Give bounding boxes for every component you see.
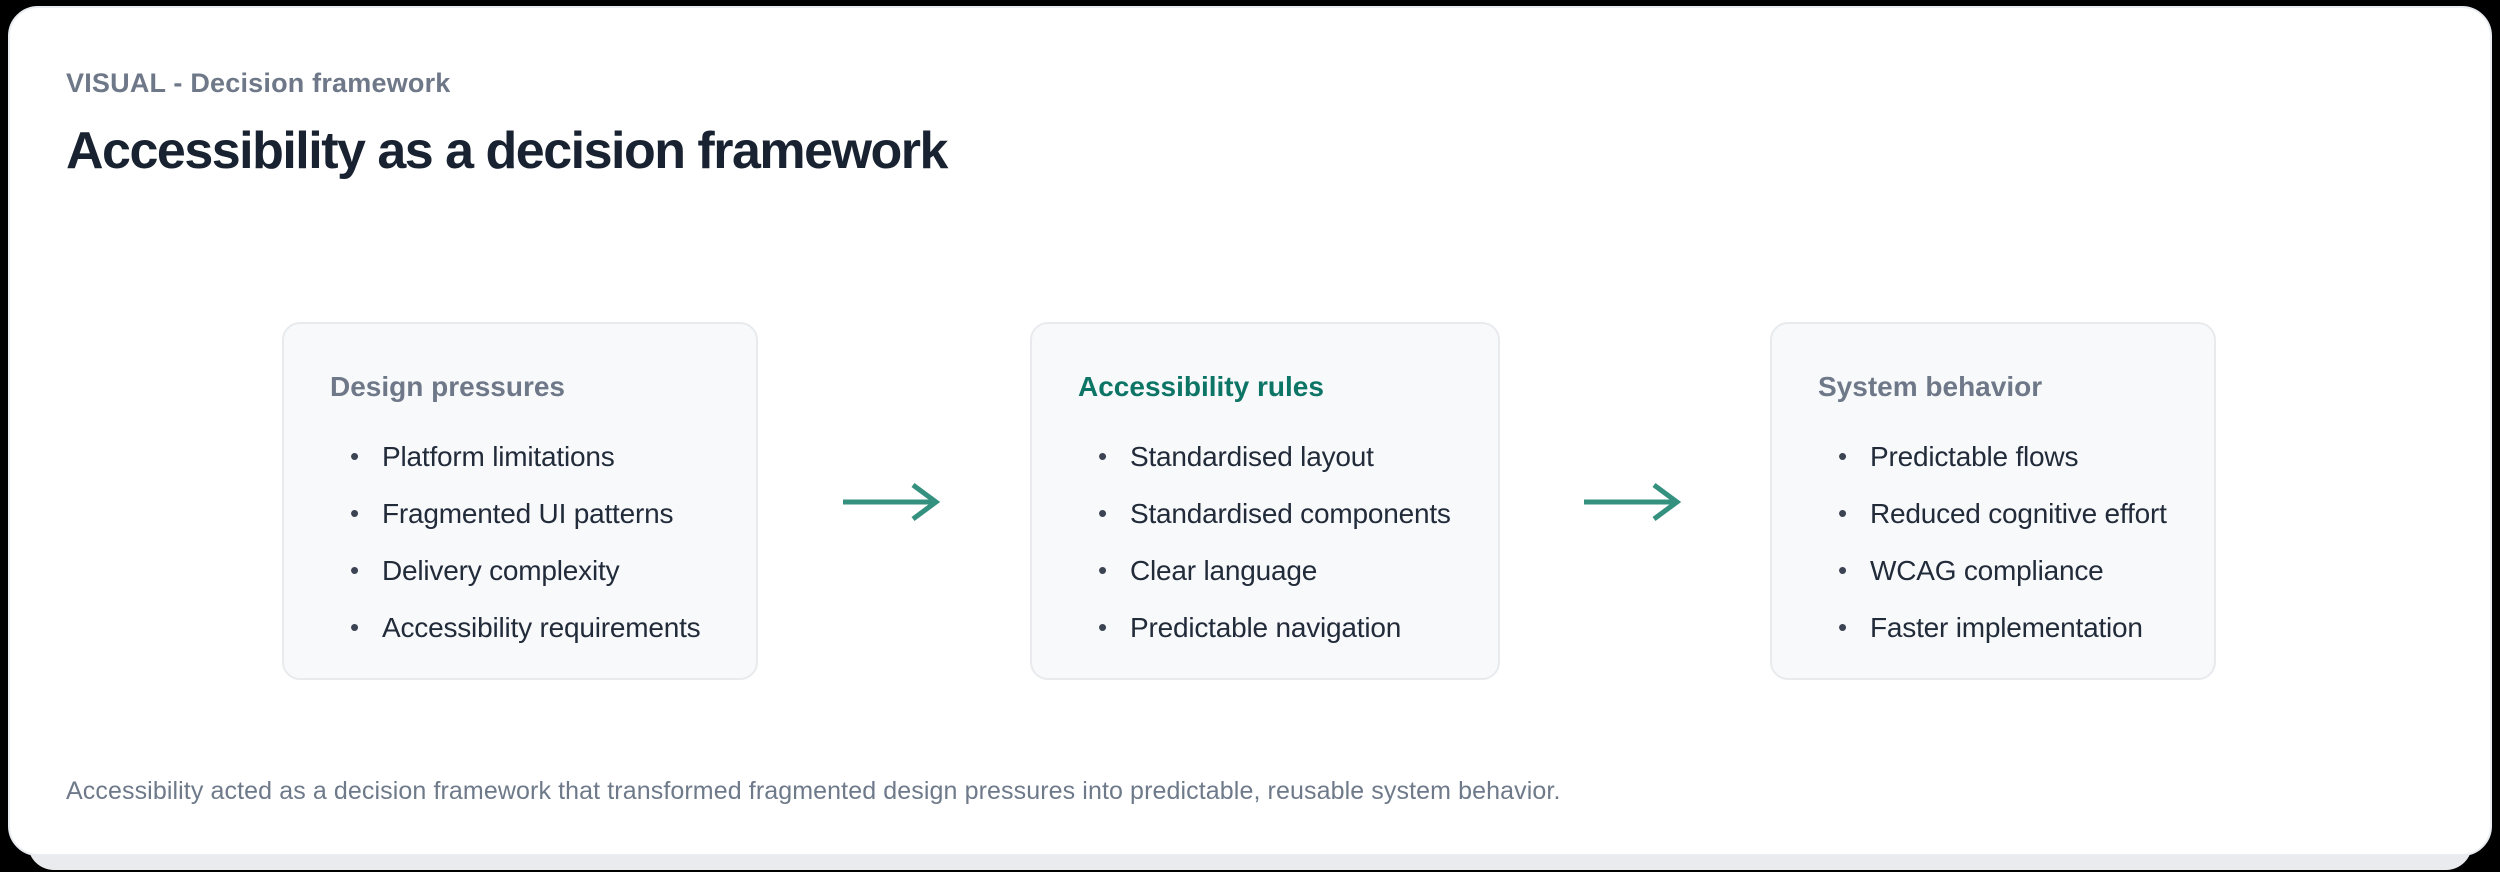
bullet-icon: •	[1098, 498, 1108, 528]
list-item: • Clear language	[1078, 542, 1462, 599]
list-item: • Fragmented UI patterns	[330, 485, 720, 542]
list-item-label: Faster implementation	[1870, 611, 2143, 643]
bullet-icon: •	[1838, 498, 1848, 528]
list-item-label: WCAG compliance	[1870, 554, 2104, 586]
list-item-label: Platform limitations	[382, 440, 615, 472]
bullet-icon: •	[350, 555, 360, 585]
list-item: • Predictable flows	[1818, 428, 2178, 485]
list-item: • Predictable navigation	[1078, 599, 1462, 656]
list-item: • Accessibility requirements	[330, 599, 720, 656]
arrow-right-icon	[841, 480, 947, 524]
bullet-icon: •	[1838, 612, 1848, 642]
box-title: System behavior	[1818, 371, 2043, 402]
list-item: • Reduced cognitive effort	[1818, 485, 2178, 542]
bullet-icon: •	[1098, 555, 1108, 585]
list-item-label: Predictable navigation	[1130, 611, 1402, 643]
list-item-label: Clear language	[1130, 554, 1318, 586]
box-system-behavior: System behavior • Predictable flows • Re…	[1770, 322, 2216, 680]
list-item-label: Standardised layout	[1130, 440, 1374, 472]
list-item: • Platform limitations	[330, 428, 720, 485]
bullet-icon: •	[1098, 441, 1108, 471]
list-item: • Faster implementation	[1818, 599, 2178, 656]
list-item-label: Reduced cognitive effort	[1870, 497, 2167, 529]
eyebrow-label: VISUAL - Decision framework	[66, 68, 451, 98]
bullet-icon: •	[1098, 612, 1108, 642]
list-item-label: Accessibility requirements	[382, 611, 701, 643]
list-item-label: Delivery complexity	[382, 554, 620, 586]
list-item: • Delivery complexity	[330, 542, 720, 599]
bullet-icon: •	[350, 441, 360, 471]
slide-card: VISUAL - Decision framework Accessibilit…	[8, 6, 2492, 856]
footer-caption: Accessibility acted as a decision framew…	[66, 777, 1561, 805]
list-item-label: Standardised components	[1130, 497, 1451, 529]
box-design-pressures: Design pressures • Platform limitations …	[282, 322, 758, 680]
box-accessibility-rules: Accessibility rules • Standardised layou…	[1030, 322, 1500, 680]
list-item: • Standardised components	[1078, 485, 1462, 542]
page-title: Accessibility as a decision framework	[66, 122, 948, 180]
bullet-icon: •	[350, 612, 360, 642]
list-item: • Standardised layout	[1078, 428, 1462, 485]
box-title: Accessibility rules	[1078, 371, 1324, 402]
list-item-label: Predictable flows	[1870, 440, 2079, 472]
bullet-icon: •	[1838, 441, 1848, 471]
arrow-right-icon	[1582, 480, 1688, 524]
list-item: • WCAG compliance	[1818, 542, 2178, 599]
box-title: Design pressures	[330, 371, 565, 402]
list-item-label: Fragmented UI patterns	[382, 497, 674, 529]
bullet-icon: •	[1838, 555, 1848, 585]
bullet-icon: •	[350, 498, 360, 528]
